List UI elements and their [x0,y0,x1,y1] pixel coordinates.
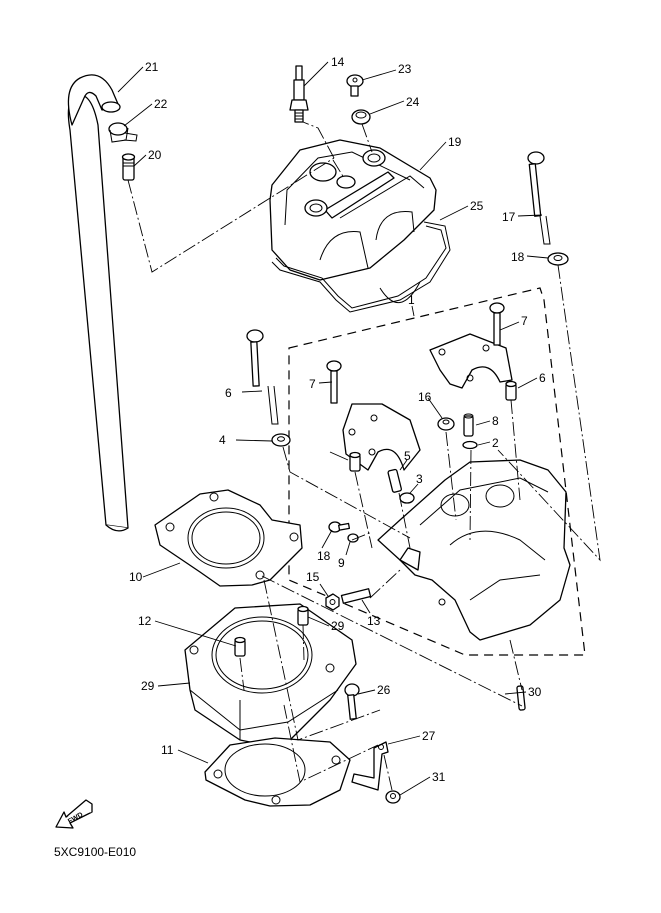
valve-guide[interactable] [463,413,474,437]
bolt[interactable] [344,683,360,720]
callout-28[interactable]: 31 [432,770,446,784]
callout-17[interactable]: 17 [502,210,516,224]
cylinder[interactable] [184,603,357,747]
bolt[interactable] [385,790,401,804]
callout-22[interactable]: 22 [154,97,168,111]
callout-5[interactable]: 2 [492,436,499,450]
callout-14[interactable]: 14 [331,55,345,69]
head-cover-gasket[interactable] [271,221,451,313]
alignment-lines [127,121,601,791]
washer[interactable] [271,433,291,447]
callout-10[interactable]: 9 [338,556,345,570]
dowel-pin[interactable] [297,605,309,626]
callout-29-left[interactable]: 12 [138,614,152,628]
hose-clamp[interactable] [108,122,138,143]
drawing-code: 5XC9100-E010 [54,845,137,859]
hose-guide-bracket[interactable] [351,741,389,791]
valve-guide-intake[interactable] [387,468,402,493]
callout-30[interactable]: 26 [377,683,391,697]
callout-27[interactable]: 11 [161,743,174,757]
callout-13[interactable]: 15 [306,570,320,584]
callout-31[interactable]: 27 [422,729,436,743]
circlip[interactable] [399,492,415,504]
callout-29-right[interactable]: 29 [331,619,345,633]
stud-bolt[interactable] [516,685,526,711]
callout-21[interactable]: 21 [145,60,159,74]
breather-hose[interactable] [67,74,129,532]
callout-18-right[interactable]: 18 [511,250,525,264]
plug[interactable] [437,417,455,431]
stud-bolt[interactable] [340,588,372,604]
cylinder-head[interactable] [377,459,571,641]
forward-direction-arrow-icon: FWD [55,799,93,829]
callout-16[interactable]: 6 [225,386,232,400]
dowel-pin[interactable] [349,451,361,472]
callout-3[interactable]: 5 [404,449,411,463]
callout-25[interactable]: 25 [470,199,484,213]
dowel-pin[interactable] [505,380,517,401]
callout-9[interactable]: 18 [317,549,331,563]
bolt[interactable] [328,521,351,533]
leader-lines [117,61,549,796]
long-bolt[interactable] [246,329,279,425]
callout-23[interactable]: 23 [398,62,412,76]
grommet[interactable] [351,109,371,125]
spark-plug[interactable] [289,65,309,123]
circlip[interactable] [462,440,478,450]
cylinder-gasket[interactable] [204,737,351,807]
cover-bolt[interactable] [346,74,364,97]
callout-26[interactable]: 29 [141,679,155,693]
callout-1[interactable]: 1 [408,293,415,307]
callout-18-left[interactable]: 4 [219,433,226,447]
callout-24[interactable]: 24 [406,95,420,109]
cylinder-head-gasket[interactable] [154,489,303,587]
cap-bolt[interactable] [326,360,342,404]
long-stud-bolt[interactable] [527,151,551,245]
cap-bolt[interactable] [489,302,505,346]
callout-12[interactable]: 13 [367,614,381,628]
callout-8[interactable]: 16 [418,390,432,404]
callout-labels: 21 22 20 14 23 24 19 25 17 18 1 7 7 6 6 … [129,55,546,784]
camshaft-cap-right[interactable] [429,333,513,389]
callout-2[interactable]: 8 [492,414,499,428]
nut[interactable] [325,593,340,611]
callout-20[interactable]: 20 [148,148,162,162]
assembly-boundary [288,287,586,656]
callout-11[interactable]: 30 [528,685,542,699]
callout-6-right[interactable]: 6 [539,371,546,385]
washer[interactable] [547,252,569,266]
cylinder-head-cover[interactable] [269,139,437,281]
dowel-pin[interactable] [234,636,246,657]
camshaft-cap-left[interactable] [342,403,421,471]
callout-7-left[interactable]: 7 [309,377,316,391]
callout-4[interactable]: 3 [416,472,423,486]
callout-19[interactable]: 19 [448,135,462,149]
callout-7-right[interactable]: 7 [521,314,528,328]
callout-15[interactable]: 10 [129,570,143,584]
hose-joint[interactable] [121,153,136,181]
